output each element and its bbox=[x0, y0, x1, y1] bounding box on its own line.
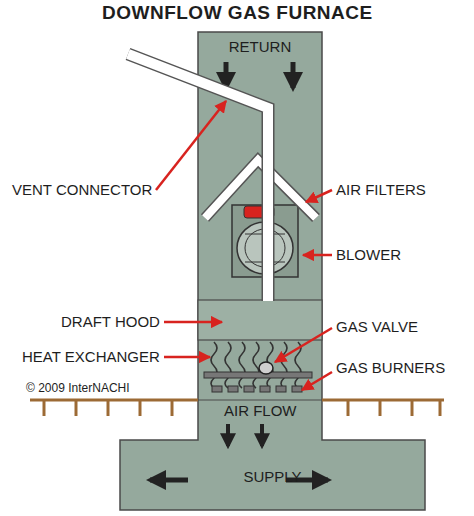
diagram-title: DOWNFLOW GAS FURNACE bbox=[102, 2, 373, 24]
node-text: RETURN bbox=[229, 38, 292, 56]
airflow-arrow bbox=[226, 424, 230, 446]
part-label: VENT CONNECTOR bbox=[12, 181, 152, 199]
airflow-label: AIR FLOW bbox=[224, 402, 297, 420]
supply-plenum: SUPPLY bbox=[120, 452, 425, 502]
vent-connector bbox=[128, 54, 268, 301]
gas-burners bbox=[212, 386, 302, 392]
part-label: GAS VALVE bbox=[336, 318, 418, 336]
gas-manifold bbox=[204, 372, 312, 378]
copyright-note: © 2009 InterNACHI bbox=[26, 381, 130, 395]
gas-valve bbox=[259, 362, 273, 374]
air-filters bbox=[205, 160, 316, 218]
leader-lines bbox=[156, 101, 332, 390]
part-label: GAS BURNERS bbox=[336, 359, 445, 377]
supply-arrow bbox=[150, 478, 188, 483]
heat-exchanger bbox=[211, 342, 301, 388]
return-arrow bbox=[224, 62, 229, 88]
cabinet-return: RETURN bbox=[198, 32, 322, 60]
part-label: BLOWER bbox=[336, 246, 401, 264]
part-label: HEAT EXCHANGER bbox=[22, 348, 160, 366]
draft-hood bbox=[198, 300, 322, 340]
return-arrow bbox=[291, 62, 296, 88]
part-label: AIR FILTERS bbox=[336, 181, 426, 199]
floor-level bbox=[198, 400, 322, 401]
furnace-cabinet bbox=[120, 32, 425, 510]
airflow-arrow bbox=[260, 424, 264, 446]
node-text: SUPPLY bbox=[243, 468, 301, 486]
part-label: DRAFT HOOD bbox=[61, 313, 160, 331]
